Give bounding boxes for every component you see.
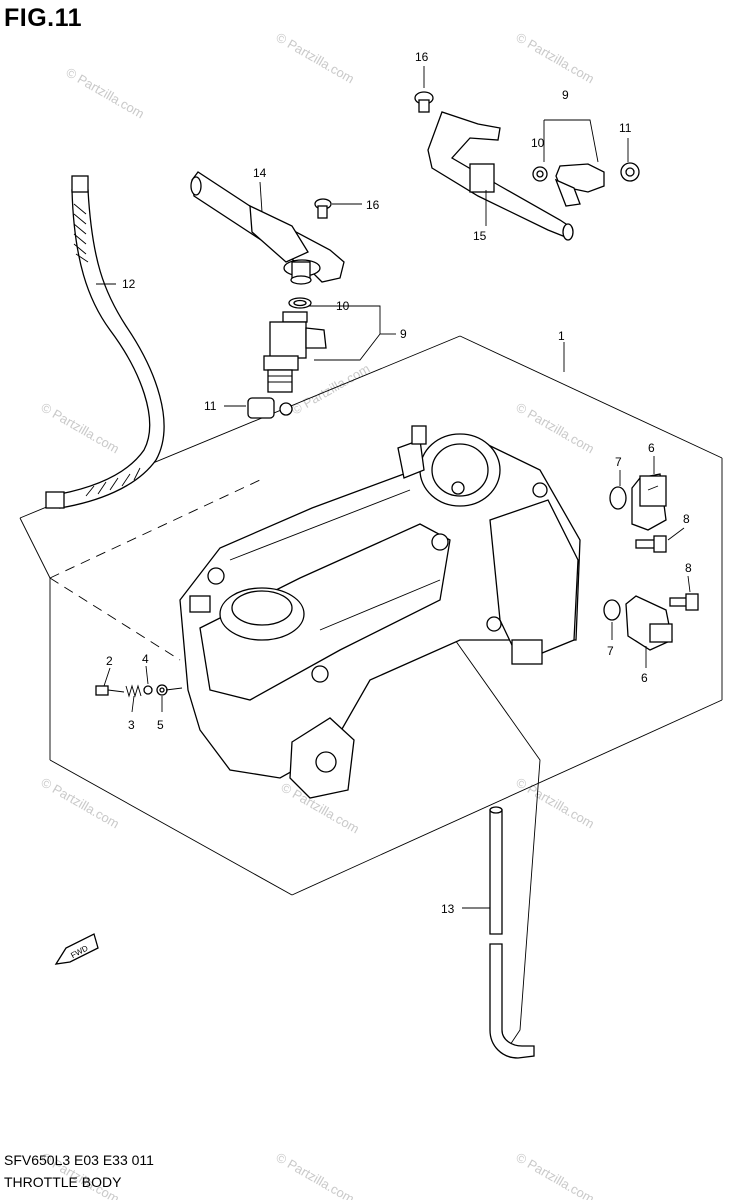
watermark: © Partzilla.com — [39, 775, 122, 832]
callout-16-right: 16 — [415, 50, 429, 64]
model-code: SFV650L3 E03 E33 011 — [4, 1152, 154, 1168]
assembly-frame — [19, 335, 723, 1046]
callout-10-left: 10 — [336, 299, 350, 313]
cushion-11-left — [247, 397, 293, 419]
o-ring-5 — [156, 684, 168, 696]
callout-1: 1 — [558, 329, 565, 343]
fuel-injector-9-left — [263, 311, 327, 393]
callout-6-lower: 6 — [641, 671, 648, 685]
callout-9-right: 9 — [562, 88, 569, 102]
callouts: 1 2 3 4 5 6 6 7 7 8 8 9 9 10 10 11 11 12… — [106, 50, 692, 916]
callout-11-right: 11 — [619, 121, 632, 135]
callout-16-left: 16 — [366, 198, 380, 212]
hose-12 — [45, 175, 165, 509]
watermark: © Partzilla.com — [514, 30, 597, 87]
washer-4 — [143, 685, 153, 695]
callout-2: 2 — [106, 654, 113, 668]
watermark: © Partzilla.com — [39, 400, 122, 457]
o-ring-7-lower — [603, 599, 621, 621]
callout-4: 4 — [142, 652, 149, 666]
section-name: THROTTLE BODY — [4, 1174, 122, 1190]
bolt-8-lower — [669, 593, 699, 611]
callout-14: 14 — [253, 166, 267, 180]
callout-5: 5 — [157, 718, 164, 732]
callout-8-upper: 8 — [683, 512, 690, 526]
callout-11-left: 11 — [204, 399, 217, 413]
o-ring-10-right — [532, 166, 548, 182]
screw-16-right — [414, 91, 434, 113]
callout-12: 12 — [122, 277, 136, 291]
spring-3 — [125, 684, 142, 698]
sensor-6-upper — [631, 473, 667, 531]
watermark: © Partzilla.com — [514, 775, 597, 832]
callout-13: 13 — [441, 902, 455, 916]
fwd-arrow: FWD — [54, 933, 99, 965]
o-ring-7-upper — [609, 486, 627, 510]
callout-15: 15 — [473, 229, 487, 243]
fuel-injector-9-right — [554, 163, 605, 207]
fuel-delivery-pipe-left — [190, 171, 345, 285]
watermark: © Partzilla.com — [64, 65, 147, 122]
watermark: © Partzilla.com — [514, 1150, 597, 1200]
cushion-11-right — [620, 162, 640, 182]
hose-13 — [489, 806, 535, 1059]
bolt-8-upper — [635, 535, 667, 553]
screw-2 — [95, 685, 125, 696]
leader-lines — [96, 66, 691, 909]
figure-title: FIG.11 — [4, 4, 83, 32]
o-ring-10-left — [288, 297, 312, 309]
callout-6-upper: 6 — [648, 441, 655, 455]
watermark: © Partzilla.com — [514, 400, 597, 457]
callout-3: 3 — [128, 718, 135, 732]
callout-8-lower: 8 — [685, 561, 692, 575]
throttle-body-assembly — [179, 425, 581, 799]
callout-10-right: 10 — [531, 136, 545, 150]
watermark: © Partzilla.com — [274, 30, 357, 87]
watermark: © Partzilla.com — [274, 1150, 357, 1200]
screw-16-left — [314, 198, 332, 219]
sensor-6-lower — [625, 595, 673, 651]
callout-9-left: 9 — [400, 327, 407, 341]
callout-7-upper: 7 — [615, 455, 622, 469]
callout-7-lower: 7 — [607, 644, 614, 658]
fuel-delivery-pipe-right — [427, 111, 574, 241]
